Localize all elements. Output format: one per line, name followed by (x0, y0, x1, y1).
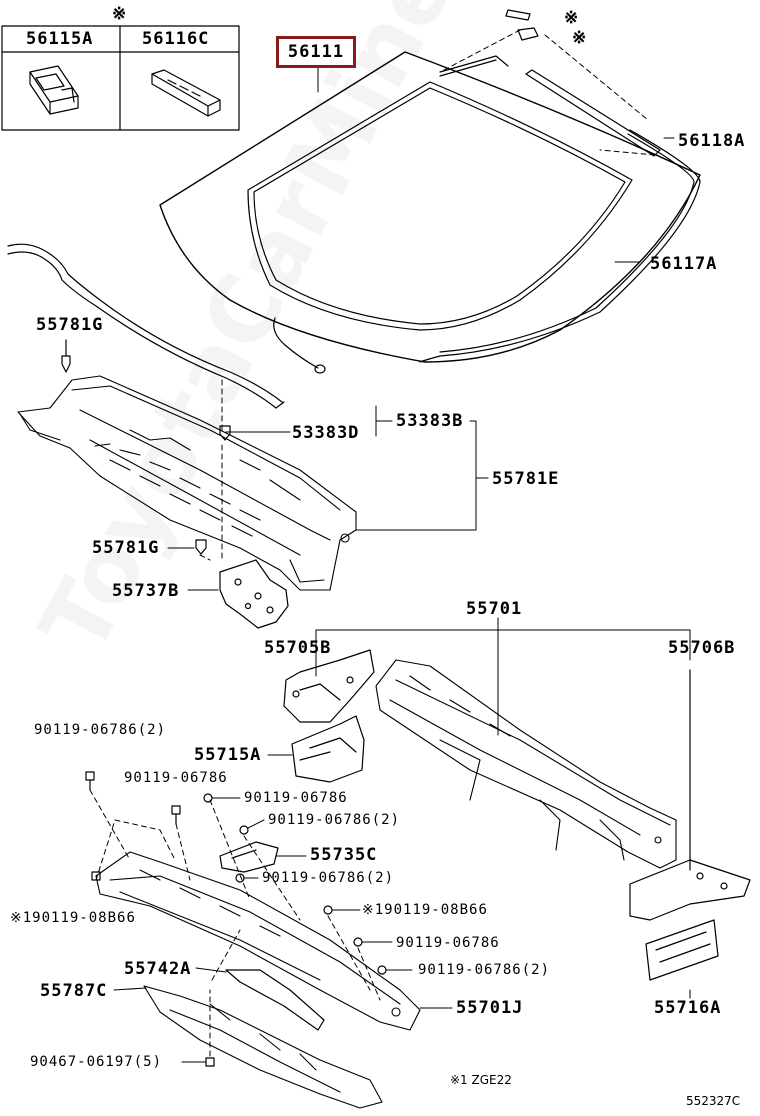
part-label-55781e: 55781E (492, 469, 560, 489)
dashed-leaders-lower (89, 789, 381, 1057)
part-label-53383b: 53383B (396, 411, 464, 431)
clip-55781g-mid-drawing (195, 539, 207, 555)
top-clips-drawing (505, 9, 539, 41)
note-mark-clip-b: ※ (572, 28, 588, 48)
part-label-55716a: 55716A (654, 998, 722, 1018)
bracket-55716a-drawing (645, 919, 719, 981)
leader-bracket-55701 (315, 617, 691, 736)
reference-code: 552327C (686, 1094, 741, 1108)
part-label-55742a: 55742A (124, 959, 192, 979)
part-label-56116c: 56116C (142, 29, 210, 49)
bolt-label-90119-08b66-left: ※190119-08B66 (10, 910, 136, 926)
footnote: ※1 ZGE22 (450, 1073, 512, 1087)
bracket-55735c-drawing (219, 841, 279, 873)
part-label-55781g-top: 55781G (36, 315, 104, 335)
bracket-55715a-drawing (291, 715, 365, 783)
bolt-label-90119-06786-2-b: 90119-06786(2) (268, 812, 401, 828)
part-label-55706b: 55706B (668, 638, 736, 658)
part-label-55701: 55701 (466, 599, 523, 619)
part-label-55735c: 55735C (310, 845, 378, 865)
note-mark-clip-a: ※ (564, 8, 580, 28)
leader-lines (113, 65, 691, 1063)
bolt-label-90119-08b66-right: ※190119-08B66 (362, 902, 488, 918)
bolt-label-90119-06786-a: 90119-06786 (124, 770, 228, 786)
bracket-55706b-drawing (629, 669, 751, 921)
part-label-56117a: 56117A (650, 254, 718, 274)
bolt-label-90119-06786-c: 90119-06786 (396, 935, 500, 951)
bolt-label-90467-06197-5: 90467-06197(5) (30, 1054, 163, 1070)
windshield-glass-drawing (159, 51, 701, 374)
part-label-55715a: 55715A (194, 745, 262, 765)
strip-56118a-drawing (525, 69, 661, 157)
clip-56116c-drawing (151, 69, 221, 117)
bolt-label-90119-06786-2-d: 90119-06786(2) (418, 962, 551, 978)
part-label-56111: 56111 (287, 42, 345, 62)
cowl-panel-55701-drawing (375, 659, 677, 869)
bolt-label-90119-06786-2-c: 90119-06786(2) (262, 870, 395, 886)
part-label-55781g-mid: 55781G (92, 538, 160, 558)
part-label-56118a: 56118A (678, 131, 746, 151)
clip-55781g-top-drawing (61, 339, 71, 373)
part-label-55737b: 55737B (112, 581, 180, 601)
dashed-leaders-upper (199, 29, 656, 561)
highlighted-part-box: 56111 (276, 36, 356, 68)
leader-brackets-cowl (355, 405, 489, 531)
moulding-56117a-drawing (419, 55, 701, 363)
bracket-55705b-drawing (283, 649, 375, 723)
cowl-panel-55781e-drawing (17, 375, 357, 591)
panel-55787c-drawing (143, 985, 383, 1109)
clip-inset-box (1, 25, 240, 131)
bolt-label-90119-06786-b: 90119-06786 (244, 790, 348, 806)
cowl-lower-55701j-drawing (95, 851, 421, 1031)
part-label-55787c: 55787C (40, 981, 108, 1001)
part-label-53383d: 53383D (292, 423, 360, 443)
clip-53383d-drawing (219, 425, 231, 441)
part-label-55701j: 55701J (456, 998, 524, 1018)
part-label-55705b: 55705B (264, 638, 332, 658)
clip-56115a-drawing (29, 65, 79, 115)
note-mark-inset: ※ (112, 4, 128, 24)
seal-55737b-drawing (219, 559, 289, 629)
bolt-label-90119-06786-2-a: 90119-06786(2) (34, 722, 167, 738)
part-label-56115a: 56115A (26, 29, 94, 49)
seal-55742a-drawing (225, 969, 325, 1031)
hood-seal-drawing (7, 243, 285, 409)
